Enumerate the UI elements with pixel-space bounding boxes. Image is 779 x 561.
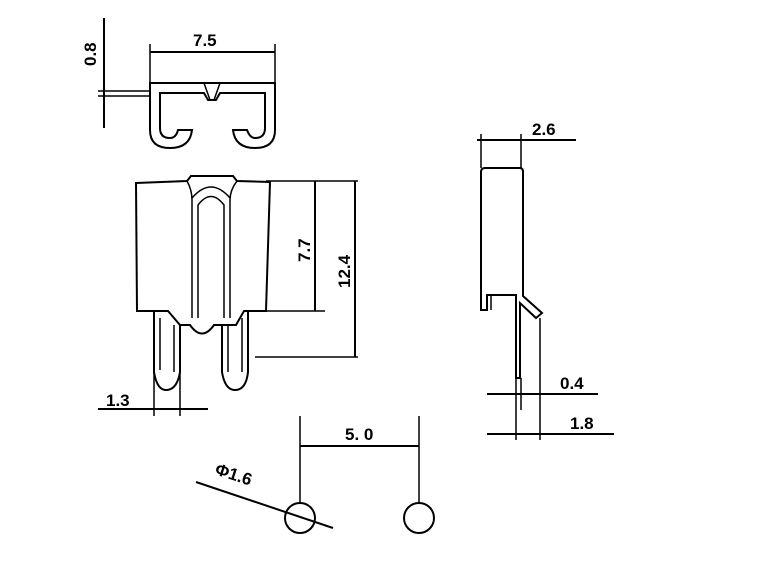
body-height-label: 7.7 bbox=[295, 238, 314, 262]
hole-pattern: 5. 0 Φ1.6 bbox=[195, 416, 435, 534]
hole-spacing-label: 5. 0 bbox=[345, 425, 373, 444]
side-body-outline bbox=[480, 167, 544, 379]
top-thickness-label: 0.8 bbox=[81, 42, 100, 66]
front-body-center-channel bbox=[186, 180, 238, 318]
hole-diameter-leader bbox=[195, 481, 334, 529]
top-view-notch bbox=[203, 82, 221, 101]
hole-left bbox=[284, 502, 316, 534]
side-view: 2.6 0.4 1.8 bbox=[477, 120, 614, 440]
hole-right bbox=[403, 502, 435, 534]
front-right-pin-detail bbox=[227, 318, 243, 372]
front-body-outline bbox=[134, 175, 272, 335]
side-thickness-label: 0.4 bbox=[560, 374, 584, 393]
pin-width-label: 1.3 bbox=[106, 391, 130, 410]
front-left-pin-detail bbox=[159, 318, 175, 372]
front-view: 7.7 12.4 1.3 bbox=[98, 175, 358, 416]
side-offset-label: 1.8 bbox=[570, 414, 594, 433]
top-width-label: 7.5 bbox=[193, 31, 217, 50]
top-view: 7.5 0.8 bbox=[81, 18, 276, 150]
hole-diameter-label: Φ1.6 bbox=[213, 460, 255, 490]
total-height-label: 12.4 bbox=[335, 254, 354, 288]
front-left-pin bbox=[153, 311, 181, 392]
front-right-pin bbox=[221, 311, 249, 392]
top-view-outline bbox=[149, 82, 276, 150]
side-width-label: 2.6 bbox=[532, 120, 556, 139]
